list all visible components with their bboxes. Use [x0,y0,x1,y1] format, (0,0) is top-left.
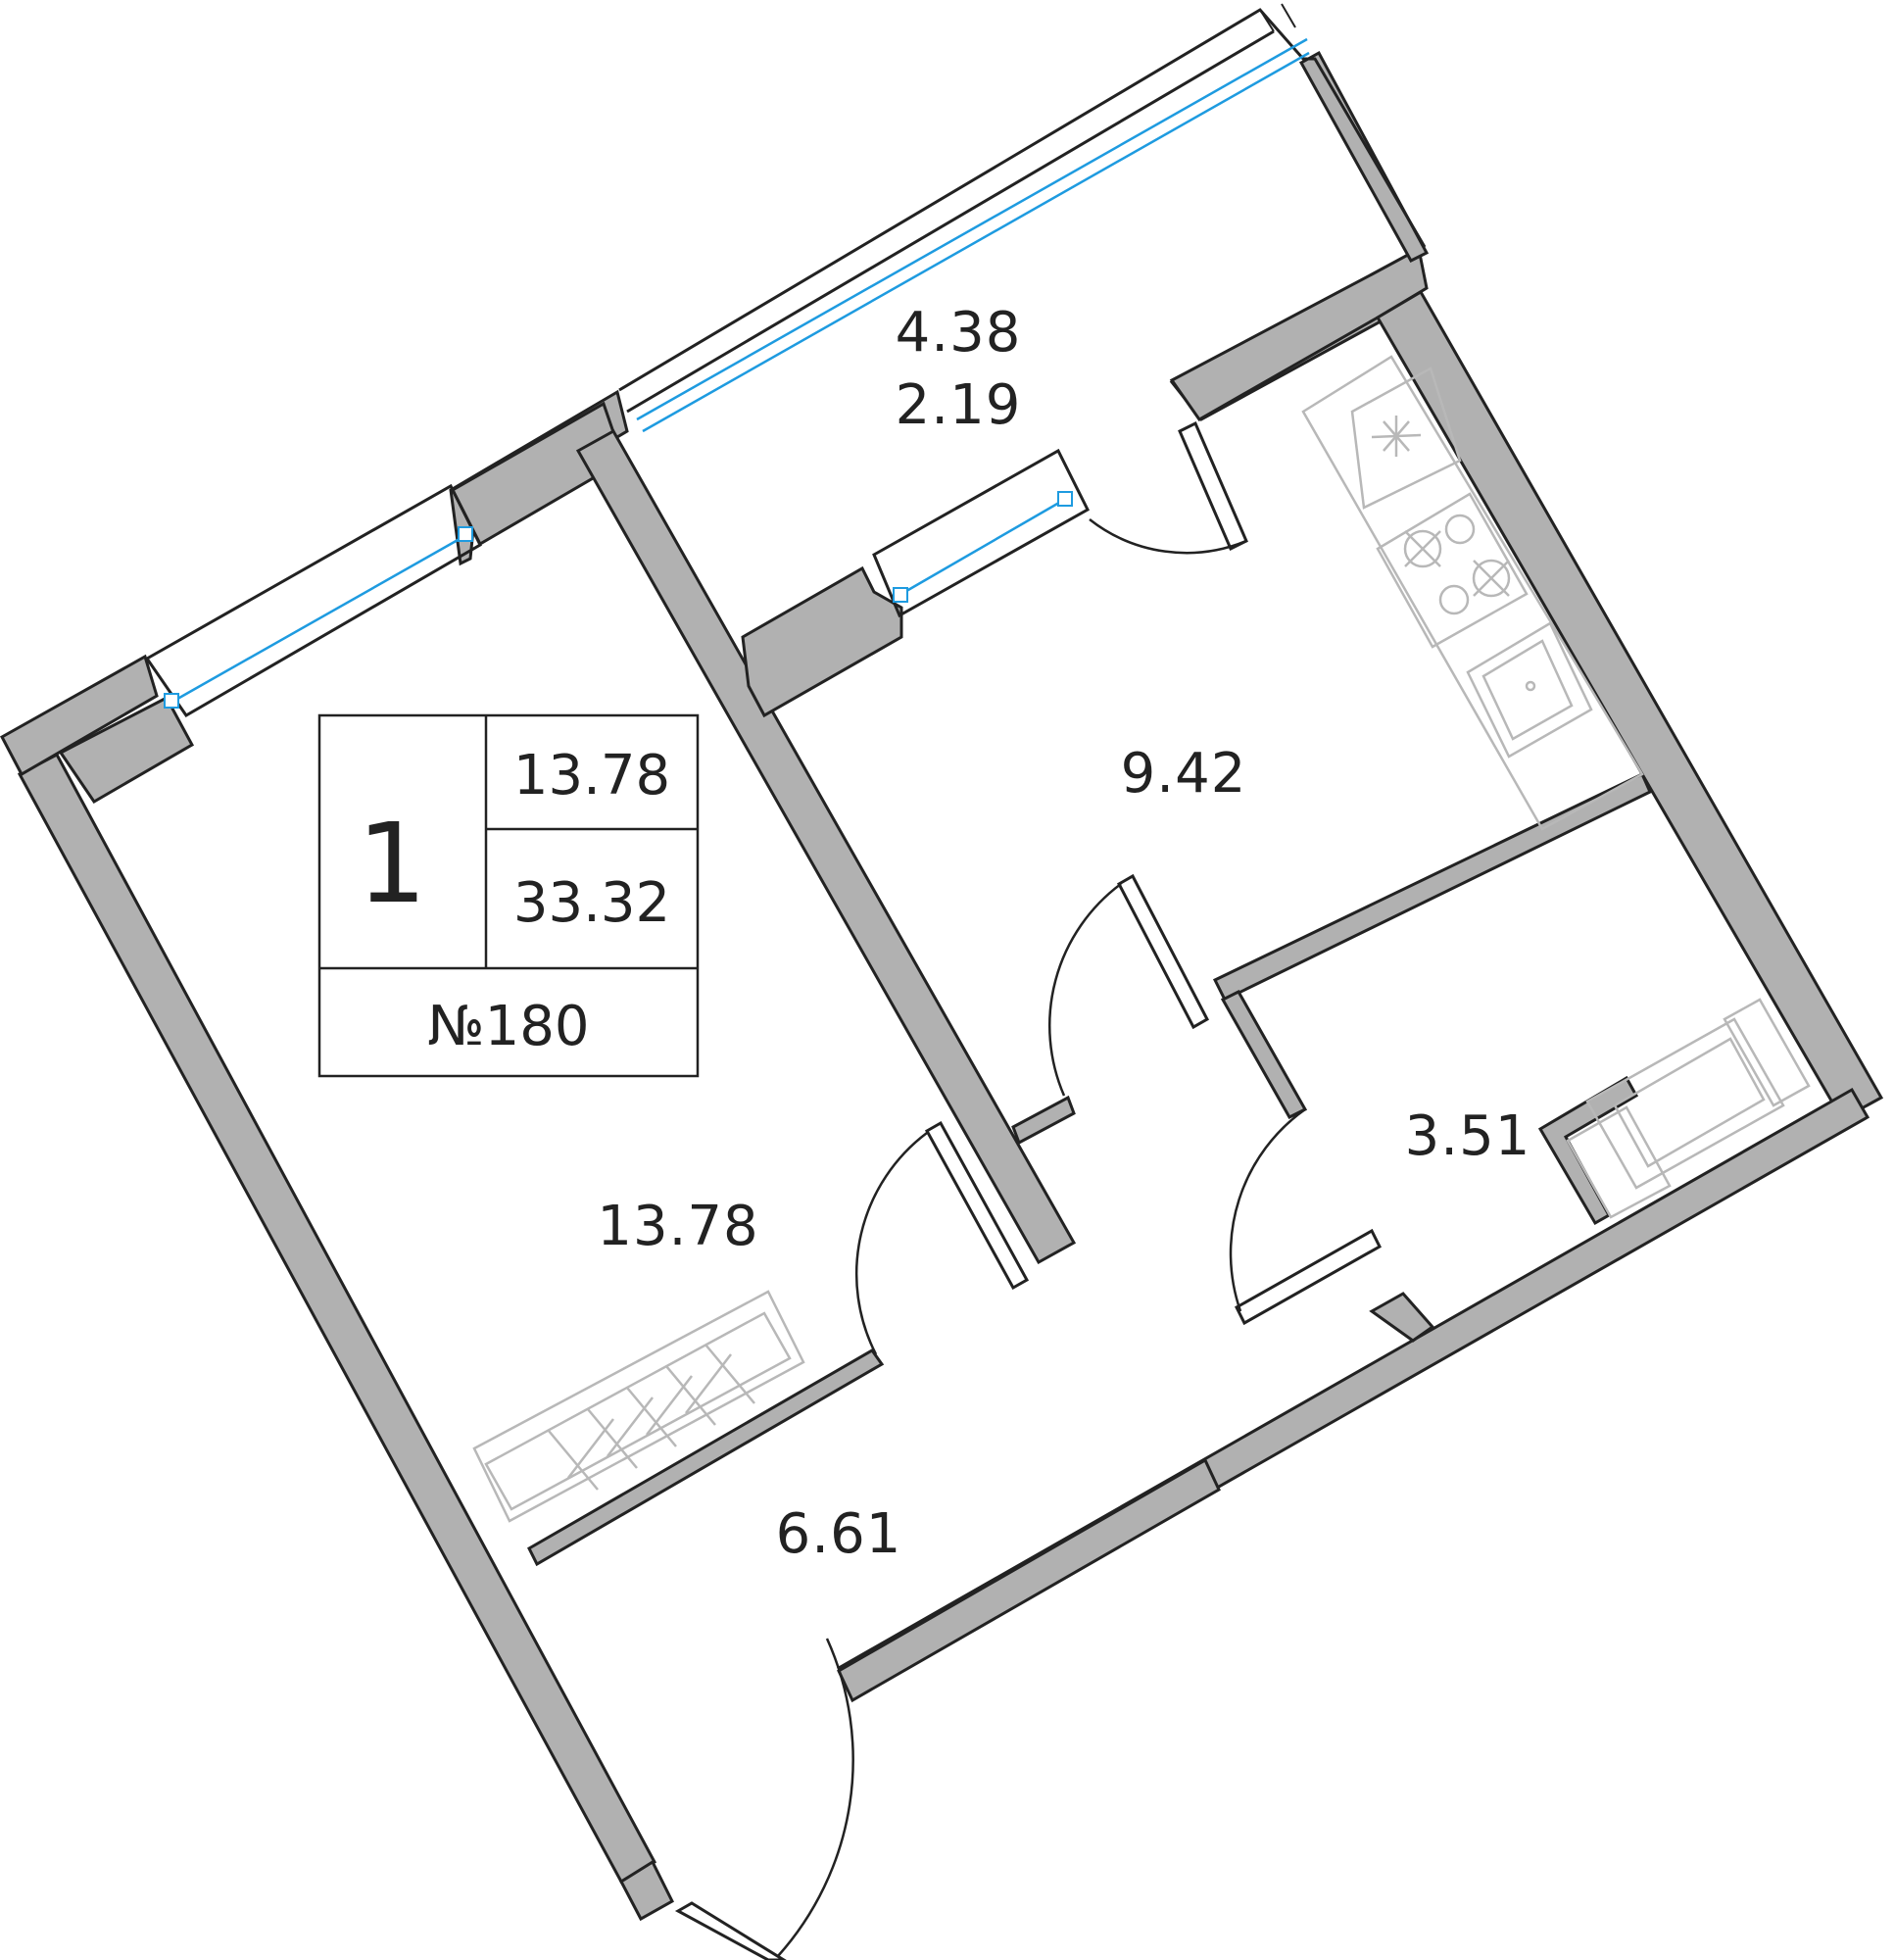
wardrobe-icon [472,1290,805,1523]
balcony-reduced-area: 2.19 [896,373,1022,437]
snowflake-icon [1350,367,1462,510]
apartment-number: №180 [427,995,589,1058]
window-living [144,483,482,717]
wall-stub-2 [1369,1292,1435,1343]
balcony-door-swing [1089,518,1247,555]
window-kitchen [872,448,1090,618]
living-door-leaf [924,1120,1030,1291]
balcony-outline [618,8,1427,392]
window-kitchen-glass [900,498,1065,596]
bath-fixture [1566,1105,1672,1219]
wall-bath-left [1220,990,1308,1119]
total-area-value: 33.32 [513,871,670,935]
entrance-door-swing [777,1638,854,1957]
wall-stub-3 [619,1859,674,1922]
window-living-glass [171,533,467,704]
living-area-value: 13.78 [513,744,670,808]
stove-icon [1376,492,1529,649]
bathtub-icon [1585,998,1811,1190]
windows [144,448,1090,717]
wall-right-cap [1298,50,1430,263]
doors [674,420,1382,1960]
living-door-swing [854,1132,928,1355]
bathroom-area: 3.51 [1405,1104,1531,1168]
bathroom-door-leaf [1235,1228,1382,1326]
kitchen-door-leaf [1117,873,1209,1030]
balcony-full-area: 4.38 [896,301,1022,365]
wall-living-kitchen [575,428,1077,1265]
sink-icon [1466,621,1593,759]
wall-bath-box [1537,1075,1639,1226]
wall-kitchen-bath [1212,771,1652,1003]
kitchen-door-swing [1048,882,1122,1097]
walls [0,50,1884,1922]
furniture [472,355,1811,1523]
balcony-door-leaf [1178,420,1248,552]
wall-wardrobe [527,1348,885,1567]
kitchen-counter [1301,355,1644,831]
rooms-count: 1 [357,801,426,928]
kitchen-area: 9.42 [1121,742,1247,806]
bathroom-door-swing [1229,1107,1306,1312]
wall-bottom-seg [837,1457,1221,1703]
living-room-area: 13.78 [597,1195,758,1258]
area-labels: 4.38 2.19 9.42 13.78 3.51 6.61 [597,301,1530,1566]
wall-kitchen-pier [1169,246,1429,421]
wall-left-cap [0,654,159,777]
wall-left-pier [58,695,195,804]
info-box: 1 13.78 33.32 №180 [317,713,700,1078]
wall-right [1375,289,1884,1122]
wall-stub-1 [1011,1095,1076,1146]
balcony [618,3,1427,433]
wall-kitchen-notch [741,565,903,718]
hallway-area: 6.61 [776,1502,902,1566]
entrance-door-leaf [674,1901,787,1960]
balcony-glass [636,37,1308,421]
